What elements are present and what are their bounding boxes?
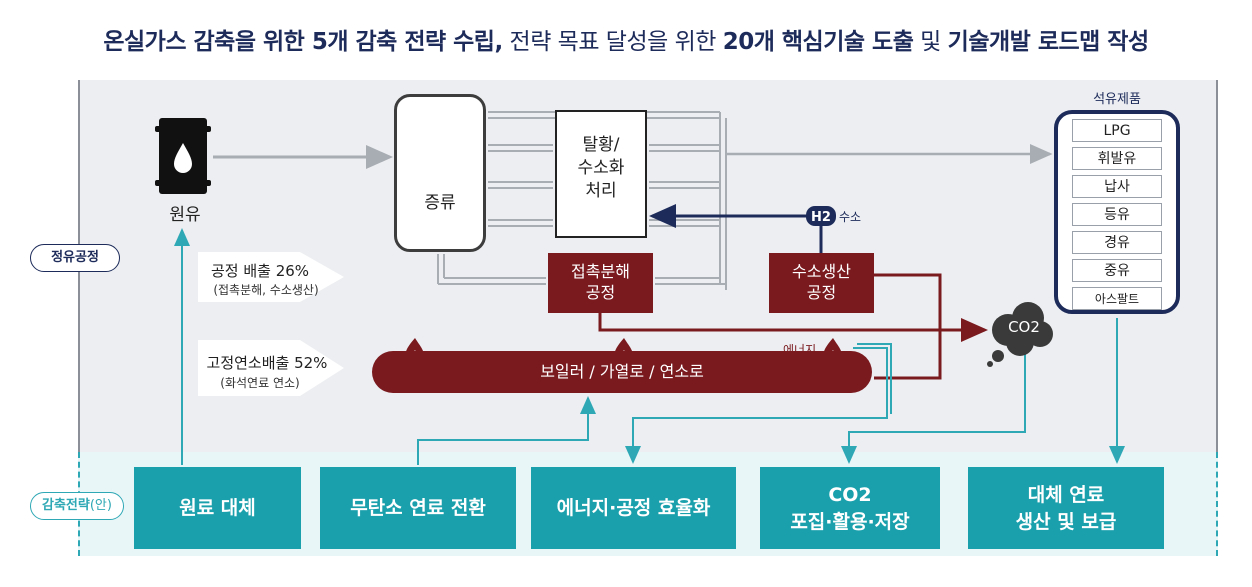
combustion-emission-arrow (198, 340, 344, 396)
product-gasoline: 휘발유 (1072, 147, 1162, 170)
reduction-strategy-label: 감축전략(안) (30, 492, 124, 520)
hydrogen-supply-line: H2 (649, 204, 836, 253)
petroleum-products-title: 석유제품 (1093, 92, 1141, 107)
product-asphalt: 아스팔트 (1072, 287, 1162, 310)
hydrogen-label: 수소 (839, 210, 862, 224)
h2-badge-text: H2 (811, 210, 831, 225)
process-emission-arrow (198, 252, 344, 302)
product-diesel: 경유 (1072, 231, 1162, 254)
boiler-furnace-bar: 보일러 / 가열로 / 연소로 (372, 351, 872, 393)
distillation-label: 증류 (424, 193, 456, 213)
h2-badge (806, 206, 836, 226)
strategy-feedstock-substitution: 원료 대체 (134, 467, 301, 549)
product-kerosene: 등유 (1072, 203, 1162, 226)
hydrotreating-unit (555, 110, 647, 238)
strategy-links (174, 228, 1125, 465)
combustion-emission-sub: (화석연료 연소) (220, 376, 300, 390)
combustion-emission-title: 고정연소배출 52% (206, 354, 328, 372)
distillation-unit (394, 94, 486, 252)
process-pipes (213, 111, 1053, 290)
co2-cloud-icon (987, 302, 1053, 367)
product-heavy-oil: 중유 (1072, 259, 1162, 282)
co2-label: CO2 (1008, 318, 1040, 336)
co2-emission-lines (598, 273, 988, 380)
strategy-carbon-free-fuel: 무탄소 연료 전환 (320, 467, 516, 549)
page-title: 온실가스 감축을 위한 5개 감축 전략 수립, 전략 목표 달성을 위한 20… (103, 29, 1149, 55)
strategy-energy-efficiency: 에너지·공정 효율화 (531, 467, 736, 549)
oil-barrel-icon (155, 118, 211, 194)
process-emission-sub: (접촉분해, 수소생산) (213, 283, 319, 297)
process-emission-title: 공정 배출 26% (210, 262, 310, 280)
product-naphtha: 납사 (1072, 175, 1162, 198)
refining-process-label: 정유공정 (30, 244, 120, 272)
crude-oil-label: 원유 (169, 205, 201, 225)
product-lpg: LPG (1072, 119, 1162, 142)
